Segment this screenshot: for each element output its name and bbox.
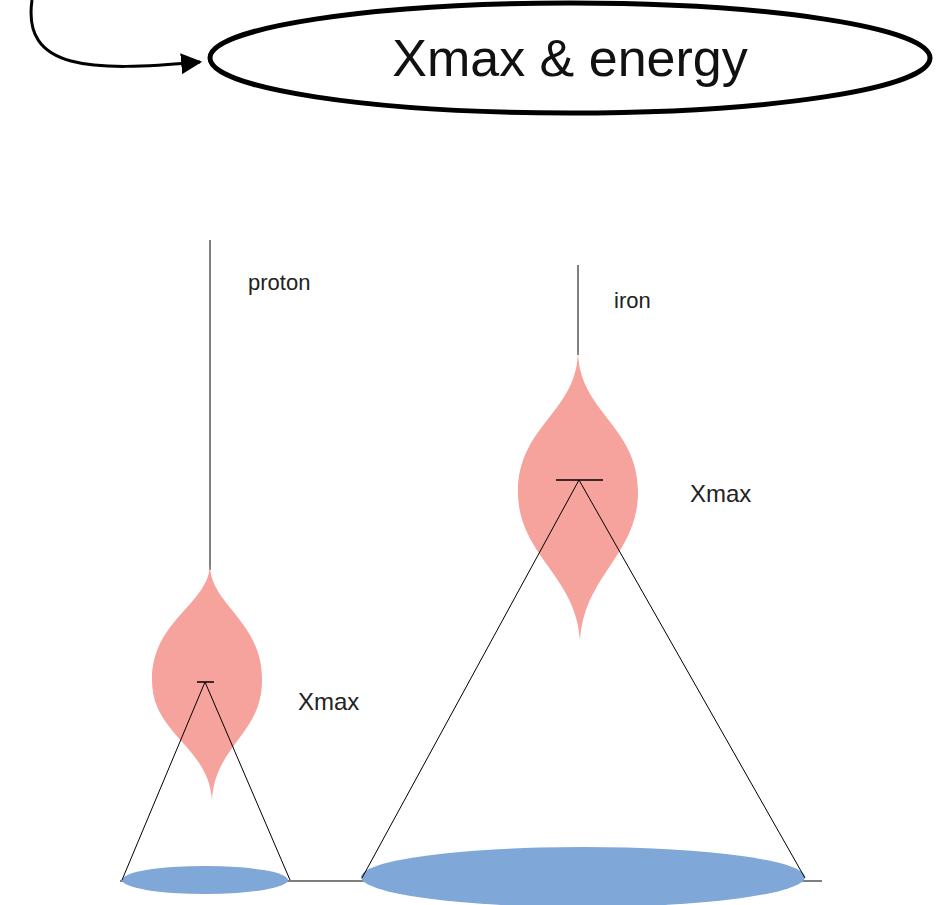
xmax-label: Xmax xyxy=(690,480,751,508)
primary-track xyxy=(578,265,579,355)
footprint-iron xyxy=(361,847,805,905)
xmax-marker xyxy=(556,479,603,481)
node-text: Xmax & energy xyxy=(392,28,748,88)
particle-label: proton xyxy=(248,270,310,296)
footprint-proton xyxy=(122,866,288,894)
oval-node: Xmax & energy xyxy=(207,0,933,116)
xmax-marker xyxy=(197,681,214,683)
primary-track xyxy=(210,240,211,570)
shower-profile xyxy=(152,565,262,800)
shower-cone xyxy=(122,682,290,880)
shower-cone xyxy=(362,480,805,878)
shower-profile xyxy=(518,350,638,640)
xmax-label: Xmax xyxy=(298,688,359,716)
pointer-arrow xyxy=(31,0,200,66)
oval-shape xyxy=(210,3,930,113)
particle-label: iron xyxy=(614,288,651,314)
